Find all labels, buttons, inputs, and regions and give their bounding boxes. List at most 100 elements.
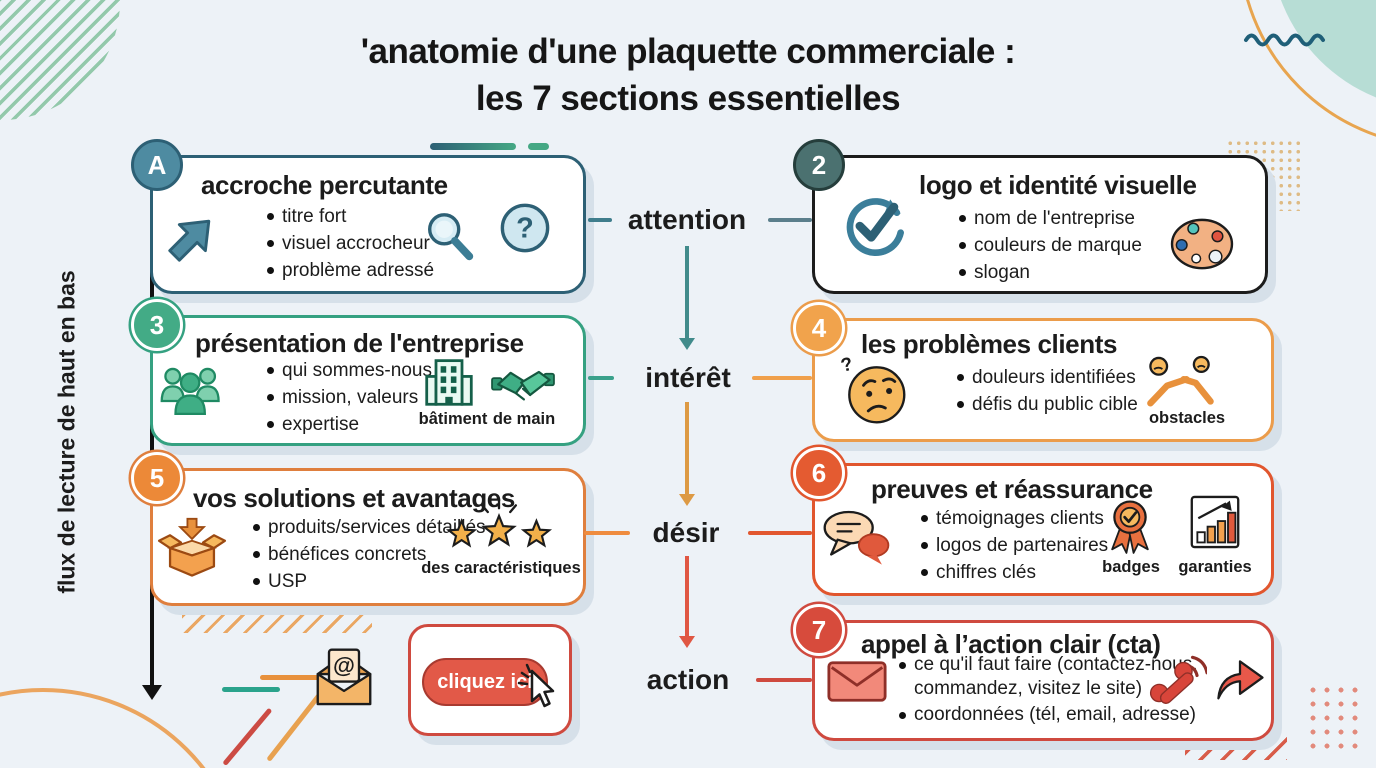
bullet-item: défis du public cible <box>955 392 1138 417</box>
bullet-item: ce qu'il faut faire (contactez-nous, com… <box>897 653 1199 701</box>
section-bullets: qui sommes-nous ? mission, valeurs exper… <box>265 358 448 439</box>
connector-line <box>768 218 812 222</box>
cursor-icon <box>517 663 555 708</box>
building-icon <box>425 359 473 406</box>
palette-icon <box>1170 218 1234 270</box>
arrow-up-right-icon <box>168 219 211 262</box>
bullet-item: chiffres clés <box>919 560 1108 585</box>
icon-caption: des caractéristiques <box>421 559 581 577</box>
section-title: présentation de l'entreprise <box>195 328 524 358</box>
decor-dot-grid-bottom-right <box>1306 683 1366 755</box>
bullet-item: qui sommes-nous ? <box>265 358 448 383</box>
section-card-solutions: 5 vos solutions et avantages produits/se… <box>131 452 586 606</box>
refresh-check-icon <box>846 198 904 257</box>
connector-line <box>588 218 612 222</box>
bullet-item: slogan <box>957 260 1142 285</box>
flow-arrow-attention-interet <box>685 246 689 338</box>
bullet-item: bénéfices concrets <box>251 542 486 567</box>
page-title-line2: les 7 sections essentielles <box>475 79 901 118</box>
flow-arrow-desir-action <box>685 556 689 636</box>
flow-word-attention: attention <box>627 204 747 235</box>
section-title: logo et identité visuelle <box>919 170 1197 200</box>
decor-orange-dash <box>260 675 322 680</box>
phone-icon <box>1149 655 1207 704</box>
section-badge: 2 <box>793 139 845 191</box>
bullet-item: logos de partenaires <box>919 533 1108 558</box>
section-bullets: témoignages clients logos de partenaires… <box>919 506 1108 587</box>
icon-caption: obstacles <box>1148 409 1226 427</box>
icon-caption: bâtiment <box>418 410 488 428</box>
envelope-icon <box>827 661 887 702</box>
email-at-icon: @ <box>316 648 372 706</box>
icon-caption: badges <box>1102 558 1160 576</box>
bullet-item: produits/services détaillés <box>251 515 486 540</box>
section-title: appel à l’action clair (cta) <box>861 629 1161 659</box>
question-circle-icon: ? <box>500 203 550 253</box>
flow-word-action: action <box>646 664 730 695</box>
bullet-item: témoignages clients <box>919 506 1108 531</box>
open-box-icon <box>157 517 227 577</box>
thinking-face-icon: ? <box>839 355 906 424</box>
icon-caption: garanties <box>1178 558 1252 576</box>
section-card-cta: 7 appel à l’action clair (cta) ce qu'il … <box>793 604 1274 741</box>
section-title: preuves et réassurance <box>871 474 1153 504</box>
handshake-icon <box>491 370 555 401</box>
connector-line <box>588 376 614 380</box>
decor-green-dash <box>528 143 549 150</box>
svg-text:?: ? <box>516 213 534 245</box>
decor-wavy-line <box>1244 33 1325 47</box>
section-card-preuves: 6 preuves et réassurance témoignages cli… <box>793 447 1274 596</box>
connector-line <box>584 531 630 535</box>
medal-icon <box>1111 500 1149 554</box>
growth-chart-icon <box>1190 495 1240 549</box>
section-title: vos solutions et avantages <box>193 483 515 513</box>
section-bullets: ce qu'il faut faire (contactez-nous, com… <box>897 653 1199 729</box>
section-bullets: titre fort visuel accrocheur problème ad… <box>265 204 434 285</box>
bullet-item: problème adressé <box>265 258 434 283</box>
section-bullets: nom de l'entreprise couleurs de marque s… <box>957 206 1142 287</box>
page-title-line1: 'anatomie d'une plaquette commerciale : <box>360 32 1016 71</box>
flow-word-interet: intérêt <box>645 362 731 393</box>
bullet-item: coordonnées (tél, email, adresse) <box>897 703 1199 727</box>
bullet-item: mission, valeurs <box>265 385 448 410</box>
section-badge: 6 <box>793 447 845 499</box>
magnifier-icon <box>428 213 474 261</box>
section-badge: 5 <box>131 452 183 504</box>
section-badge: 4 <box>793 302 845 354</box>
connector-line <box>748 531 812 535</box>
connector-line <box>756 678 812 682</box>
bullet-item: visuel accrocheur <box>265 231 434 256</box>
page-title: 'anatomie d'une plaquette commerciale : … <box>0 28 1376 122</box>
decor-teal-dash <box>222 687 280 692</box>
section-card-presentation: 3 présentation de l'entreprise qui somme… <box>131 299 586 446</box>
bullet-item: nom de l'entreprise <box>957 206 1142 231</box>
bullet-item: couleurs de marque <box>957 233 1142 258</box>
decor-gradient-dash <box>430 143 516 150</box>
three-stars-icon <box>447 498 551 547</box>
bullet-item: douleurs identifiées <box>955 365 1138 390</box>
section-bullets: produits/services détaillés bénéfices co… <box>251 515 486 596</box>
icon-caption: de main <box>492 410 556 428</box>
reading-flow-label: flux de lecture de haut en bas <box>53 270 80 594</box>
svg-text:?: ? <box>839 355 855 377</box>
section-card-problemes: 4 les problèmes clients ? douleurs ident… <box>793 302 1274 442</box>
flow-word-desir: désir <box>652 517 720 548</box>
share-arrow-icon <box>1217 660 1264 700</box>
decor-orange-arc-bottom-left <box>0 688 248 768</box>
section-badge: A <box>131 139 183 191</box>
section-bullets: douleurs identifiées défis du public cib… <box>955 365 1138 419</box>
section-badge: 7 <box>793 604 845 656</box>
section-card-logo-identite: 2 logo et identité visuelle nom de l'ent… <box>793 139 1268 294</box>
bullet-item: USP <box>251 569 486 594</box>
section-badge: 3 <box>131 299 183 351</box>
svg-text:@: @ <box>333 653 355 678</box>
obstacles-icon <box>1147 355 1214 407</box>
section-title: les problèmes clients <box>861 329 1118 359</box>
bullet-item: titre fort <box>265 204 434 229</box>
chat-bubbles-icon <box>823 510 890 565</box>
decor-red-diagonal <box>222 707 273 766</box>
flow-arrow-interet-desir <box>685 402 689 494</box>
cta-card: cliquez ici <box>408 624 572 736</box>
connector-line <box>752 376 812 380</box>
